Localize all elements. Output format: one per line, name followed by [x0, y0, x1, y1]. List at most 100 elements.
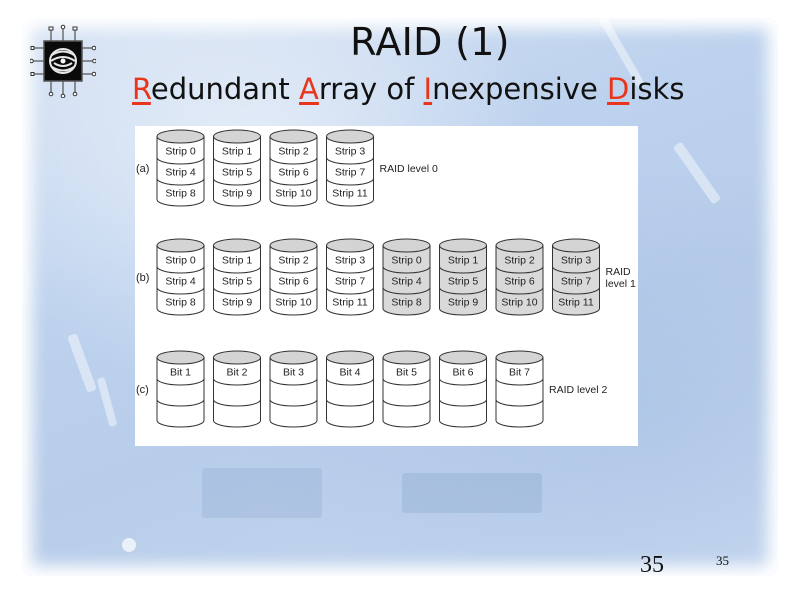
disk-cell-label: Strip 6: [278, 166, 309, 178]
disk-body: [156, 245, 205, 316]
disk-cell-label: Strip 3: [335, 145, 366, 157]
subtitle-word: Inexpensive: [423, 72, 598, 106]
row-label: (c): [136, 384, 149, 396]
disk-body: [495, 357, 544, 428]
disk-cell-label: Bit 6: [452, 366, 473, 378]
disk-cell-label: Strip 10: [275, 187, 311, 199]
disk-separator: [382, 378, 431, 386]
disk-cell-label: Bit 7: [509, 366, 530, 378]
disk-cell-label: Strip 7: [561, 275, 592, 287]
disk-top: [269, 238, 318, 253]
disk-separator: [495, 287, 544, 295]
disk-separator: [382, 287, 431, 295]
disk-separator: [326, 399, 374, 407]
disk-separator: [495, 399, 544, 407]
disk-body: [495, 245, 544, 316]
raid-level-caption: RAID level 2: [549, 384, 608, 396]
disk-top: [156, 129, 205, 144]
slide-subtitle: Redundant Array of Inexpensive Disks: [132, 72, 684, 106]
disk-cell-label: Strip 6: [278, 275, 309, 287]
row-label: (a): [136, 163, 149, 175]
disk: Bit 2: [213, 350, 261, 428]
chip-decoration: [202, 468, 322, 518]
disk-body: [156, 357, 205, 428]
disk-separator: [326, 287, 374, 295]
slide-title: RAID (1): [350, 20, 510, 64]
disk-separator: [213, 266, 261, 274]
disk-body: [326, 245, 374, 316]
disk-cell-label: Strip 5: [222, 275, 253, 287]
disk-separator: [439, 378, 487, 386]
raid-level-caption: RAID level 0: [380, 163, 439, 175]
disk-cell-label: Bit 3: [283, 366, 304, 378]
raid-level-caption: RAID: [606, 266, 632, 278]
disk-body: [213, 245, 261, 316]
disk: Bit 1: [156, 350, 205, 428]
disk-cell-label: Bit 2: [226, 366, 247, 378]
disk-cell-label: Bit 5: [396, 366, 417, 378]
disk-separator: [382, 266, 431, 274]
disk-body: [213, 136, 261, 207]
disk-separator: [495, 266, 544, 274]
disk-top: [269, 129, 318, 144]
acronym-letter: R: [132, 72, 151, 106]
circuit-trace-decoration: [672, 141, 722, 205]
disk: Bit 4: [326, 350, 374, 428]
disk-top: [382, 238, 431, 253]
disk-cell-label: Strip 0: [165, 254, 196, 266]
raid-row: (c) Bit 1 Bit 2 Bit 3 Bit 4 Bit 5 Bit 6 Bit 7 RA…: [136, 350, 608, 428]
disk-cell-label: Strip 7: [335, 275, 366, 287]
disk-cell-label: Strip 2: [504, 254, 535, 266]
disk-separator: [156, 378, 205, 386]
disk-body: [326, 357, 374, 428]
disk-separator: [495, 378, 544, 386]
circuit-dot-decoration: [122, 538, 136, 552]
disk: Bit 7: [495, 350, 544, 428]
chip-decoration: [402, 473, 542, 513]
disk-separator: [213, 287, 261, 295]
disk-body: [269, 245, 318, 316]
disk-body: [439, 357, 487, 428]
disk-separator: [156, 157, 205, 165]
disk-separator: [439, 399, 487, 407]
disk-cell-label: Strip 1: [222, 145, 253, 157]
acronym-letter: I: [423, 72, 433, 106]
disk-top: [156, 350, 205, 365]
disk-separator: [269, 157, 318, 165]
disk-cell-label: Strip 3: [335, 254, 366, 266]
disk-top: [382, 350, 431, 365]
disk-separator: [213, 399, 261, 407]
disk-body: [439, 245, 487, 316]
disk-separator: [439, 266, 487, 274]
subtitle-word: Disks: [607, 72, 685, 106]
circuit-trace-decoration: [96, 376, 118, 428]
disk-top: [213, 129, 261, 144]
disk-body: [213, 357, 261, 428]
disk-cell-label: Strip 10: [501, 296, 537, 308]
disk-cell-label: Strip 7: [335, 166, 366, 178]
disk: Bit 6: [439, 350, 487, 428]
disk-separator: [269, 178, 318, 186]
disk-cell-label: Strip 4: [165, 275, 196, 287]
disk-separator: [156, 266, 205, 274]
row-label: (b): [136, 272, 149, 284]
disk-top: [213, 238, 261, 253]
disk-top: [326, 350, 374, 365]
disk-separator: [326, 157, 374, 165]
circuit-trace-decoration: [67, 333, 97, 393]
disk-top: [326, 238, 374, 253]
disk-top: [495, 238, 544, 253]
chip-swirl-logo-icon: [30, 24, 96, 98]
disk-cell-label: Strip 4: [165, 166, 196, 178]
disk-separator: [213, 178, 261, 186]
subtitle-word: of: [386, 72, 415, 106]
